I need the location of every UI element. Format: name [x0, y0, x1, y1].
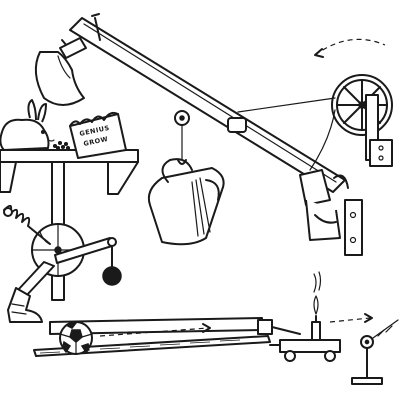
pulley-icon — [174, 110, 190, 165]
candle-cart — [279, 339, 341, 362]
dashed-arrow-bottom — [99, 323, 211, 337]
soccer-ball-icon — [59, 321, 93, 355]
pitcher-icon — [147, 158, 225, 246]
pulley-rope — [237, 97, 336, 113]
seed-bag-icon: GENIUS GROW — [69, 111, 127, 159]
ground-board — [33, 317, 271, 357]
beam-hook-bracket — [227, 117, 247, 133]
weight-icon — [102, 245, 122, 286]
rabbit-icon — [0, 99, 55, 151]
axe-icon — [34, 37, 87, 106]
plunger-block — [257, 319, 301, 335]
boot-icon — [7, 287, 43, 323]
spring-icon — [3, 204, 51, 245]
seed-pile — [52, 140, 71, 151]
stand-pulley — [351, 319, 399, 385]
candle-icon — [311, 271, 322, 341]
wheel-bracket — [365, 94, 393, 167]
dashed-arrow-top — [314, 38, 386, 58]
clamp-assembly — [299, 169, 363, 256]
pulley-rope-lower — [309, 109, 336, 171]
wheel-icon — [331, 74, 393, 136]
dashed-arrow-right — [329, 313, 373, 323]
